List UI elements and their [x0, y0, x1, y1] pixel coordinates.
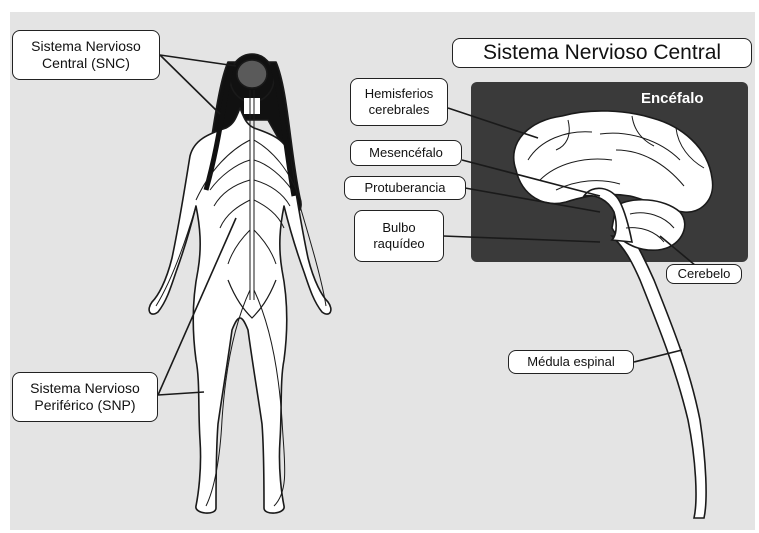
diagram-title: Sistema Nervioso Central	[452, 38, 752, 68]
label-bulbo-line1: Bulbo	[382, 220, 415, 236]
label-snp-line1: Sistema Nervioso	[30, 380, 140, 397]
label-bulbo: Bulbo raquídeo	[354, 210, 444, 262]
label-protuberancia-text: Protuberancia	[365, 180, 446, 196]
label-mesencefalo: Mesencéfalo	[350, 140, 462, 166]
label-snc-line1: Sistema Nervioso	[31, 38, 141, 55]
label-mesencefalo-text: Mesencéfalo	[369, 145, 443, 161]
label-hemisferios: Hemisferios cerebrales	[350, 78, 448, 126]
label-cerebelo-text: Cerebelo	[678, 266, 731, 282]
label-bulbo-line2: raquídeo	[373, 236, 424, 252]
label-hemisferios-line1: Hemisferios	[365, 86, 434, 102]
label-snc-line2: Central (SNC)	[42, 55, 130, 72]
encefalo-label: Encéfalo	[641, 90, 704, 107]
human-figure	[149, 54, 331, 513]
label-hemisferios-line2: cerebrales	[369, 102, 430, 118]
label-cerebelo: Cerebelo	[666, 264, 742, 284]
label-snp: Sistema Nervioso Periférico (SNP)	[12, 372, 158, 422]
label-snc: Sistema Nervioso Central (SNC)	[12, 30, 160, 80]
label-snp-line2: Periférico (SNP)	[34, 397, 135, 414]
label-medula-espinal-text: Médula espinal	[527, 354, 614, 370]
label-medula-espinal: Médula espinal	[508, 350, 634, 374]
brain-illustration	[514, 111, 713, 518]
label-protuberancia: Protuberancia	[344, 176, 466, 200]
